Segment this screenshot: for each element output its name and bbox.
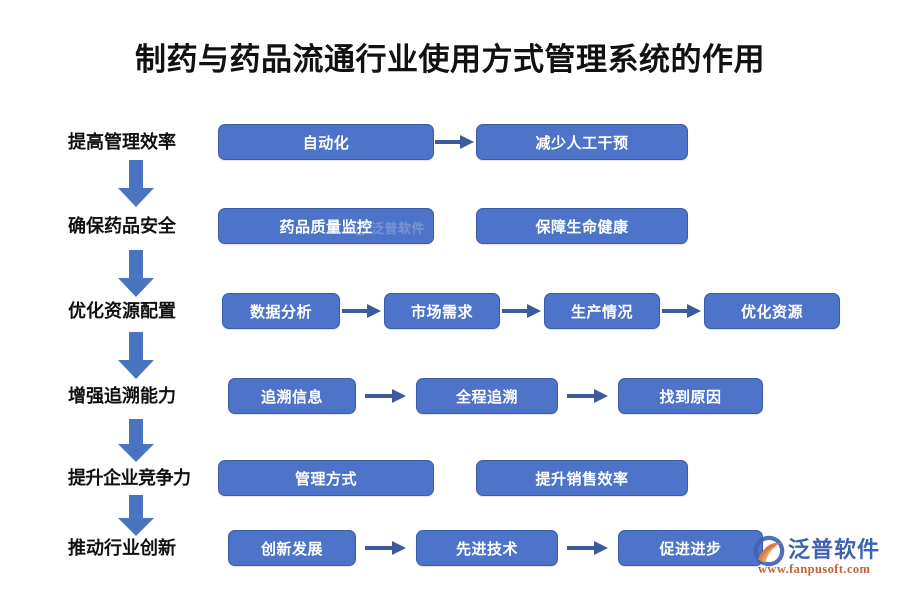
right-arrow-icon xyxy=(558,530,618,566)
logo-url: www.fanpusoft.com xyxy=(758,562,871,576)
brand-logo: 泛普软件 www.fanpusoft.com xyxy=(752,530,888,588)
row-4-chain: 追溯信息 全程追溯 找到原因 xyxy=(228,376,763,416)
row-label-1: 提高管理效率 xyxy=(68,132,176,152)
row-label-3: 优化资源配置 xyxy=(68,301,176,321)
row-3-chain: 数据分析 市场需求 生产情况 优化资源 xyxy=(222,291,840,331)
row-label-6: 推动行业创新 xyxy=(68,538,176,558)
node-2-2[interactable]: 保障生命健康 xyxy=(476,208,688,244)
row-6-chain: 创新发展 先进技术 促进进步 xyxy=(228,528,763,568)
node-5-2[interactable]: 提升销售效率 xyxy=(476,460,688,496)
node-5-1[interactable]: 管理方式 xyxy=(218,460,434,496)
node-4-3[interactable]: 找到原因 xyxy=(618,378,763,414)
right-arrow-icon xyxy=(434,124,476,160)
node-4-2[interactable]: 全程追溯 xyxy=(416,378,558,414)
right-arrow-icon xyxy=(660,293,704,329)
right-arrow-icon xyxy=(356,378,416,414)
node-6-1[interactable]: 创新发展 xyxy=(228,530,356,566)
node-3-3[interactable]: 生产情况 xyxy=(544,293,660,329)
down-arrow-2 xyxy=(114,250,158,298)
flow-row-2: 确保药品安全 药品质量监控 保障生命健康 xyxy=(0,206,900,246)
node-3-1[interactable]: 数据分析 xyxy=(222,293,340,329)
row-label-5: 提升企业竞争力 xyxy=(68,468,191,488)
node-3-2[interactable]: 市场需求 xyxy=(384,293,500,329)
flow-row-1: 提高管理效率 自动化 减少人工干预 xyxy=(0,122,900,162)
flow-row-3: 优化资源配置 数据分析 市场需求 生产情况 优化资源 xyxy=(0,291,900,331)
page-title: 制药与药品流通行业使用方式管理系统的作用 xyxy=(135,42,765,77)
down-arrow-3 xyxy=(114,332,158,380)
flow-row-5: 提升企业竞争力 管理方式 提升销售效率 xyxy=(0,458,900,498)
logo-icon xyxy=(753,535,785,567)
node-1-2[interactable]: 减少人工干预 xyxy=(476,124,688,160)
row-2-chain: 药品质量监控 保障生命健康 xyxy=(218,206,688,246)
right-arrow-icon xyxy=(558,378,618,414)
row-label-2: 确保药品安全 xyxy=(68,216,176,236)
row-label-4: 增强追溯能力 xyxy=(68,386,176,406)
down-arrow-1 xyxy=(114,160,158,208)
node-4-1[interactable]: 追溯信息 xyxy=(228,378,356,414)
node-3-4[interactable]: 优化资源 xyxy=(704,293,840,329)
down-arrow-4 xyxy=(114,419,158,463)
flow-row-6: 推动行业创新 创新发展 先进技术 促进进步 xyxy=(0,528,900,568)
right-arrow-icon xyxy=(356,530,416,566)
row-1-chain: 自动化 减少人工干预 xyxy=(218,122,688,162)
node-6-2[interactable]: 先进技术 xyxy=(416,530,558,566)
node-2-1[interactable]: 药品质量监控 xyxy=(218,208,434,244)
node-1-1[interactable]: 自动化 xyxy=(218,124,434,160)
down-arrow-5 xyxy=(114,495,158,537)
node-6-3[interactable]: 促进进步 xyxy=(618,530,763,566)
right-arrow-icon xyxy=(500,293,544,329)
right-arrow-icon xyxy=(340,293,384,329)
logo-name: 泛普软件 xyxy=(788,537,881,562)
flow-row-4: 增强追溯能力 追溯信息 全程追溯 找到原因 xyxy=(0,376,900,416)
row-5-chain: 管理方式 提升销售效率 xyxy=(218,458,688,498)
